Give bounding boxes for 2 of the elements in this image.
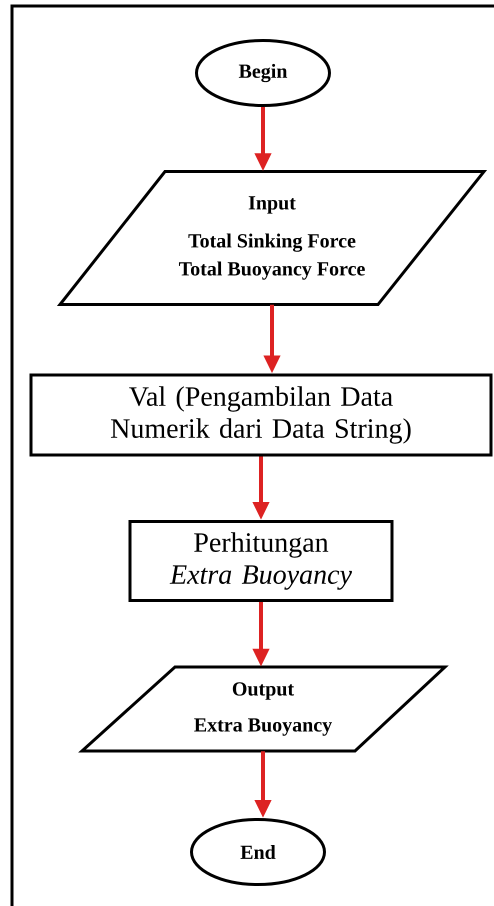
process-box: Val (Pengambilan Data Numerik dari Data String) — [30, 374, 492, 456]
process-box: Perhitungan Extra Buoyancy — [128, 520, 394, 602]
